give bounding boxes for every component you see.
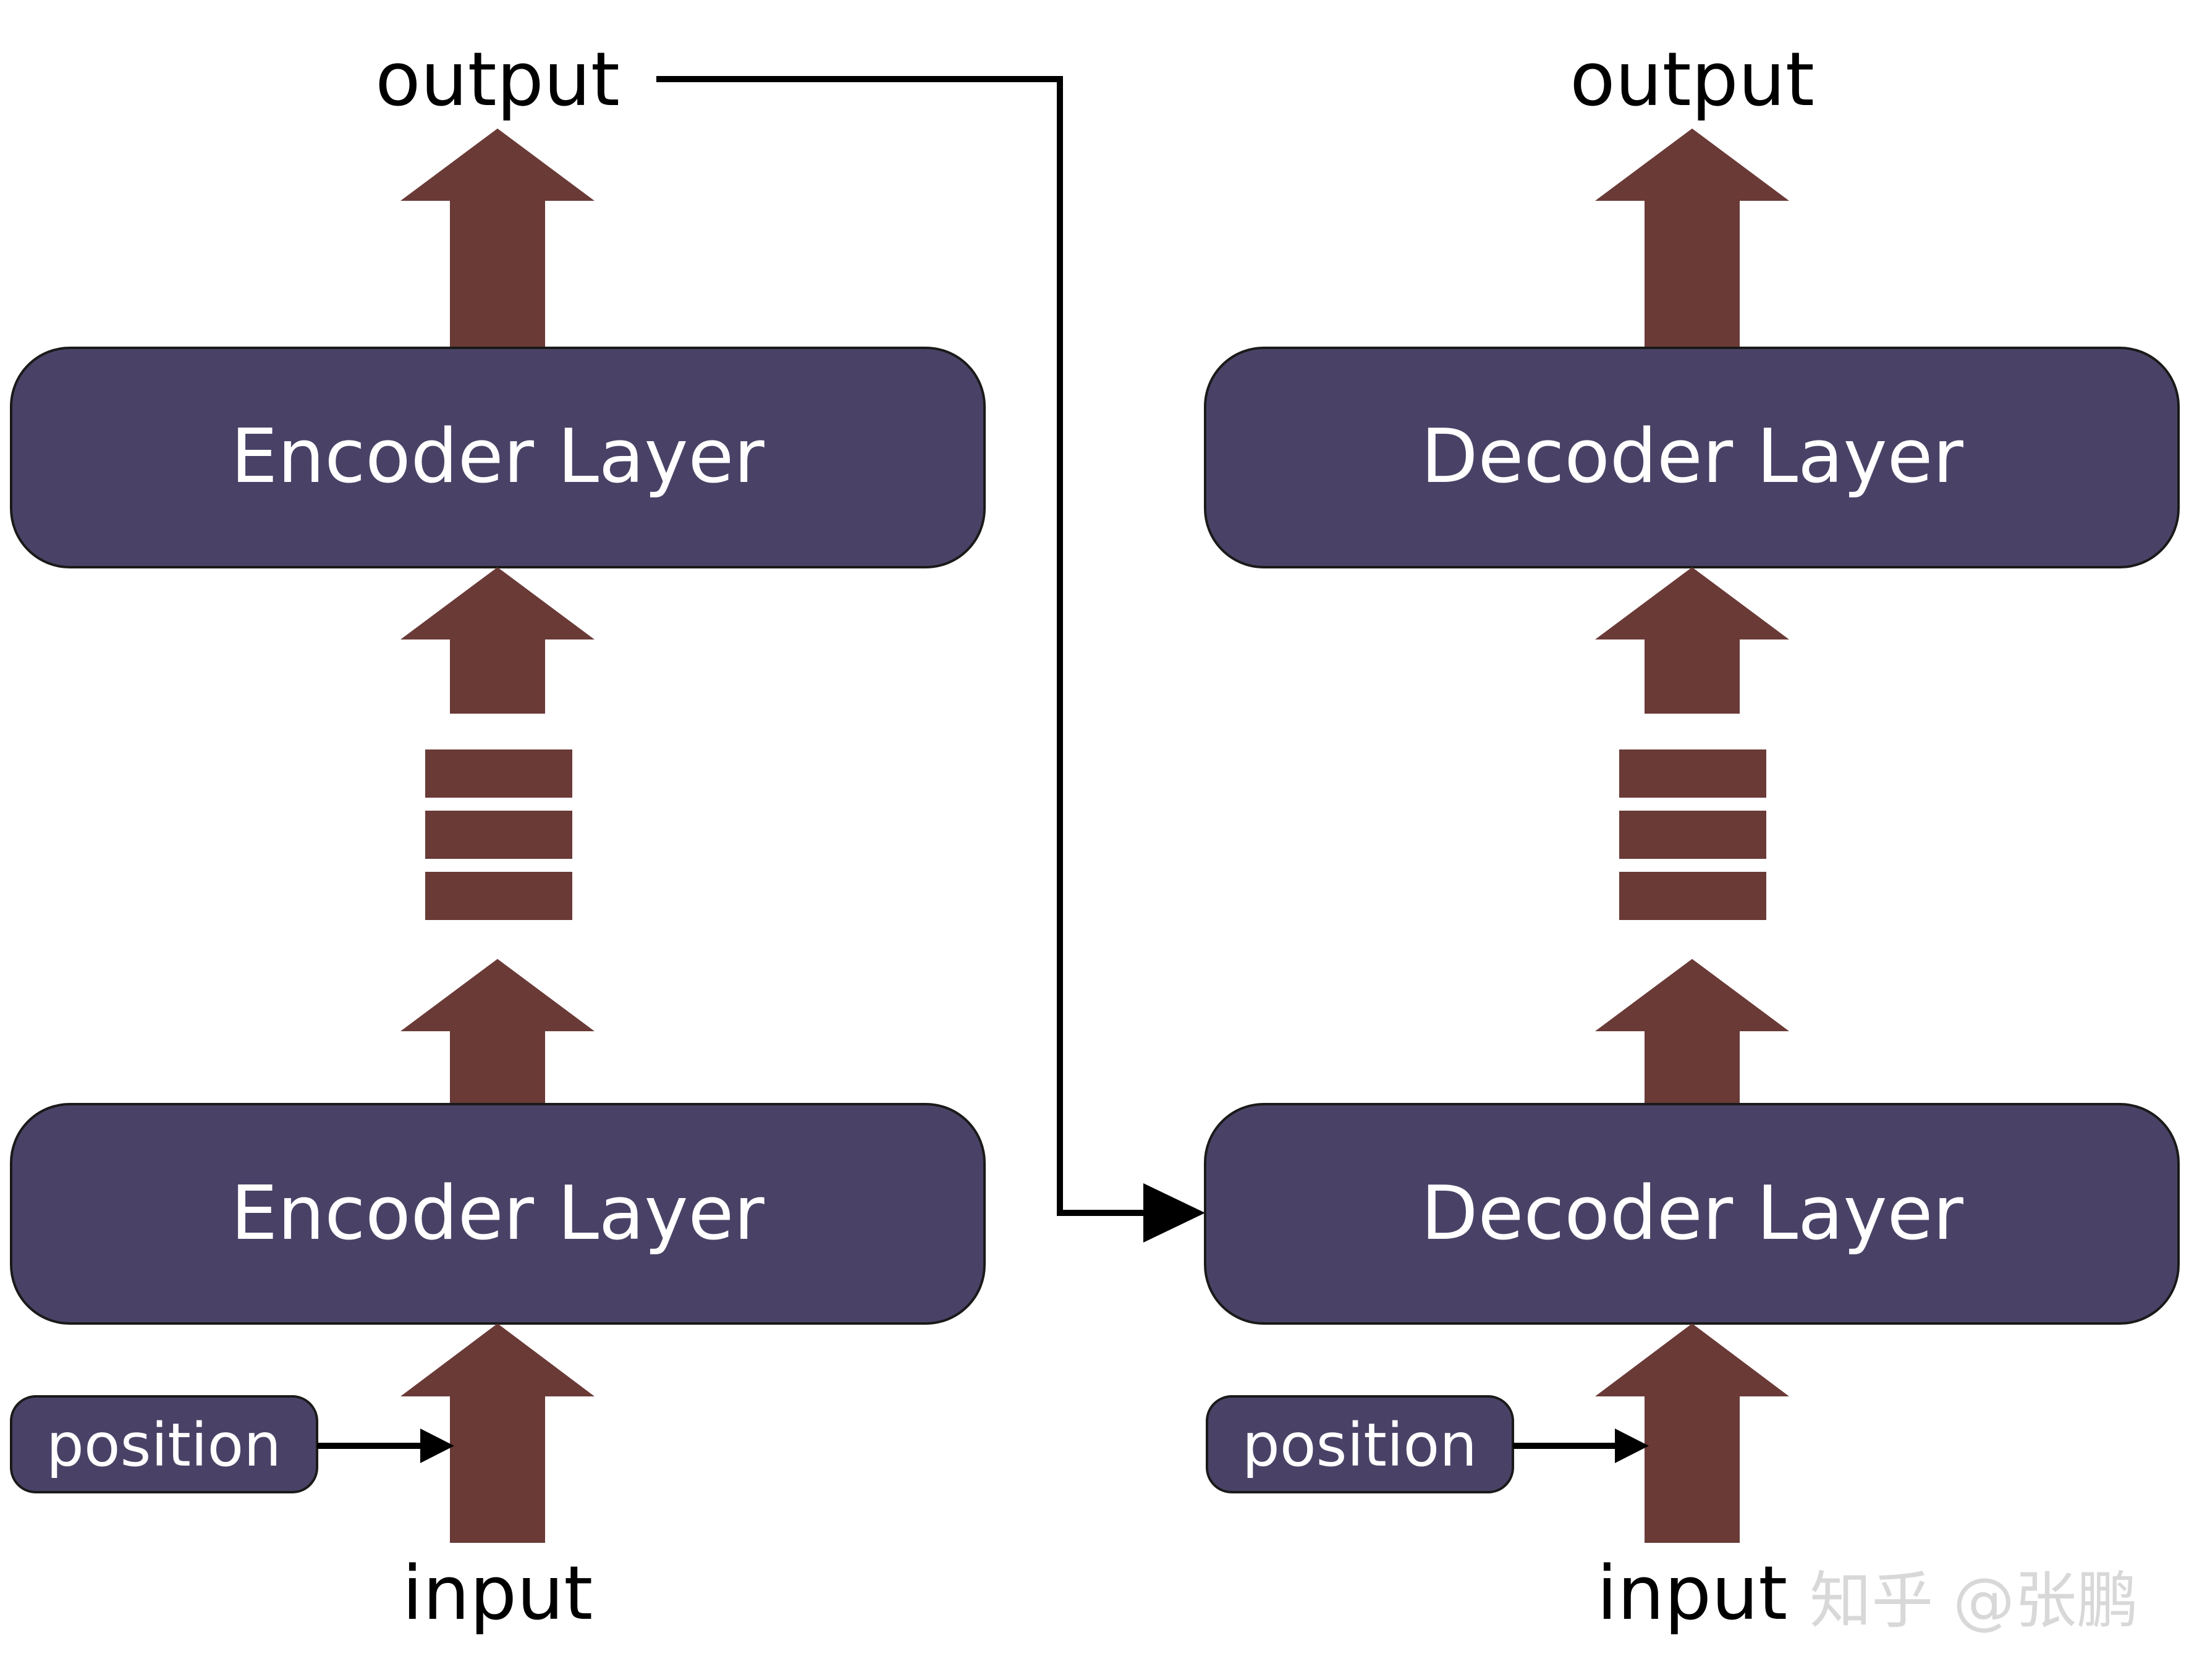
encoder-input-arrow xyxy=(400,1323,595,1543)
encoder-lower-arrow xyxy=(400,959,595,1104)
encoder-output-label: output xyxy=(375,37,620,123)
encoder-top-layer-label: Encoder Layer xyxy=(231,414,764,500)
encoder-input-label: input xyxy=(402,1551,593,1637)
decoder-output-arrow xyxy=(1595,129,1789,348)
watermark: 知乎 @张鹏 xyxy=(1810,1564,2138,1637)
decoder-output-label: output xyxy=(1570,37,1814,123)
decoder-stack-indicator xyxy=(1619,749,1766,920)
decoder-column: output Decoder Layer Decoder Layer posit… xyxy=(1204,37,2180,1637)
decoder-upper-arrow xyxy=(1595,567,1789,714)
decoder-position-label: position xyxy=(1242,1411,1477,1480)
decoder-lower-arrow xyxy=(1595,959,1789,1104)
encoder-bottom-layer-label: Encoder Layer xyxy=(231,1171,764,1257)
decoder-input-arrow xyxy=(1595,1323,1789,1543)
encoder-position-arrowhead xyxy=(420,1429,454,1463)
encoder-bottom-layer-box xyxy=(10,1103,986,1325)
encoder-position-label: position xyxy=(46,1411,281,1480)
connector-arrowhead xyxy=(1143,1183,1205,1243)
encoder-top-layer-box xyxy=(10,347,986,568)
encoder-upper-arrow xyxy=(400,567,595,714)
decoder-bottom-layer-label: Decoder Layer xyxy=(1421,1171,1963,1257)
encoder-column: output Encoder Layer Encoder Layer posit… xyxy=(10,37,986,1637)
decoder-top-layer-box xyxy=(1204,347,2180,568)
decoder-input-label: input xyxy=(1597,1551,1788,1637)
encoder-stack-indicator xyxy=(425,749,572,920)
encoder-output-arrow xyxy=(400,129,595,348)
encoder-to-decoder-connector xyxy=(656,76,1205,1243)
decoder-bottom-layer-box xyxy=(1204,1103,2180,1325)
decoder-position-arrowhead xyxy=(1615,1429,1649,1463)
decoder-top-layer-label: Decoder Layer xyxy=(1421,414,1963,500)
